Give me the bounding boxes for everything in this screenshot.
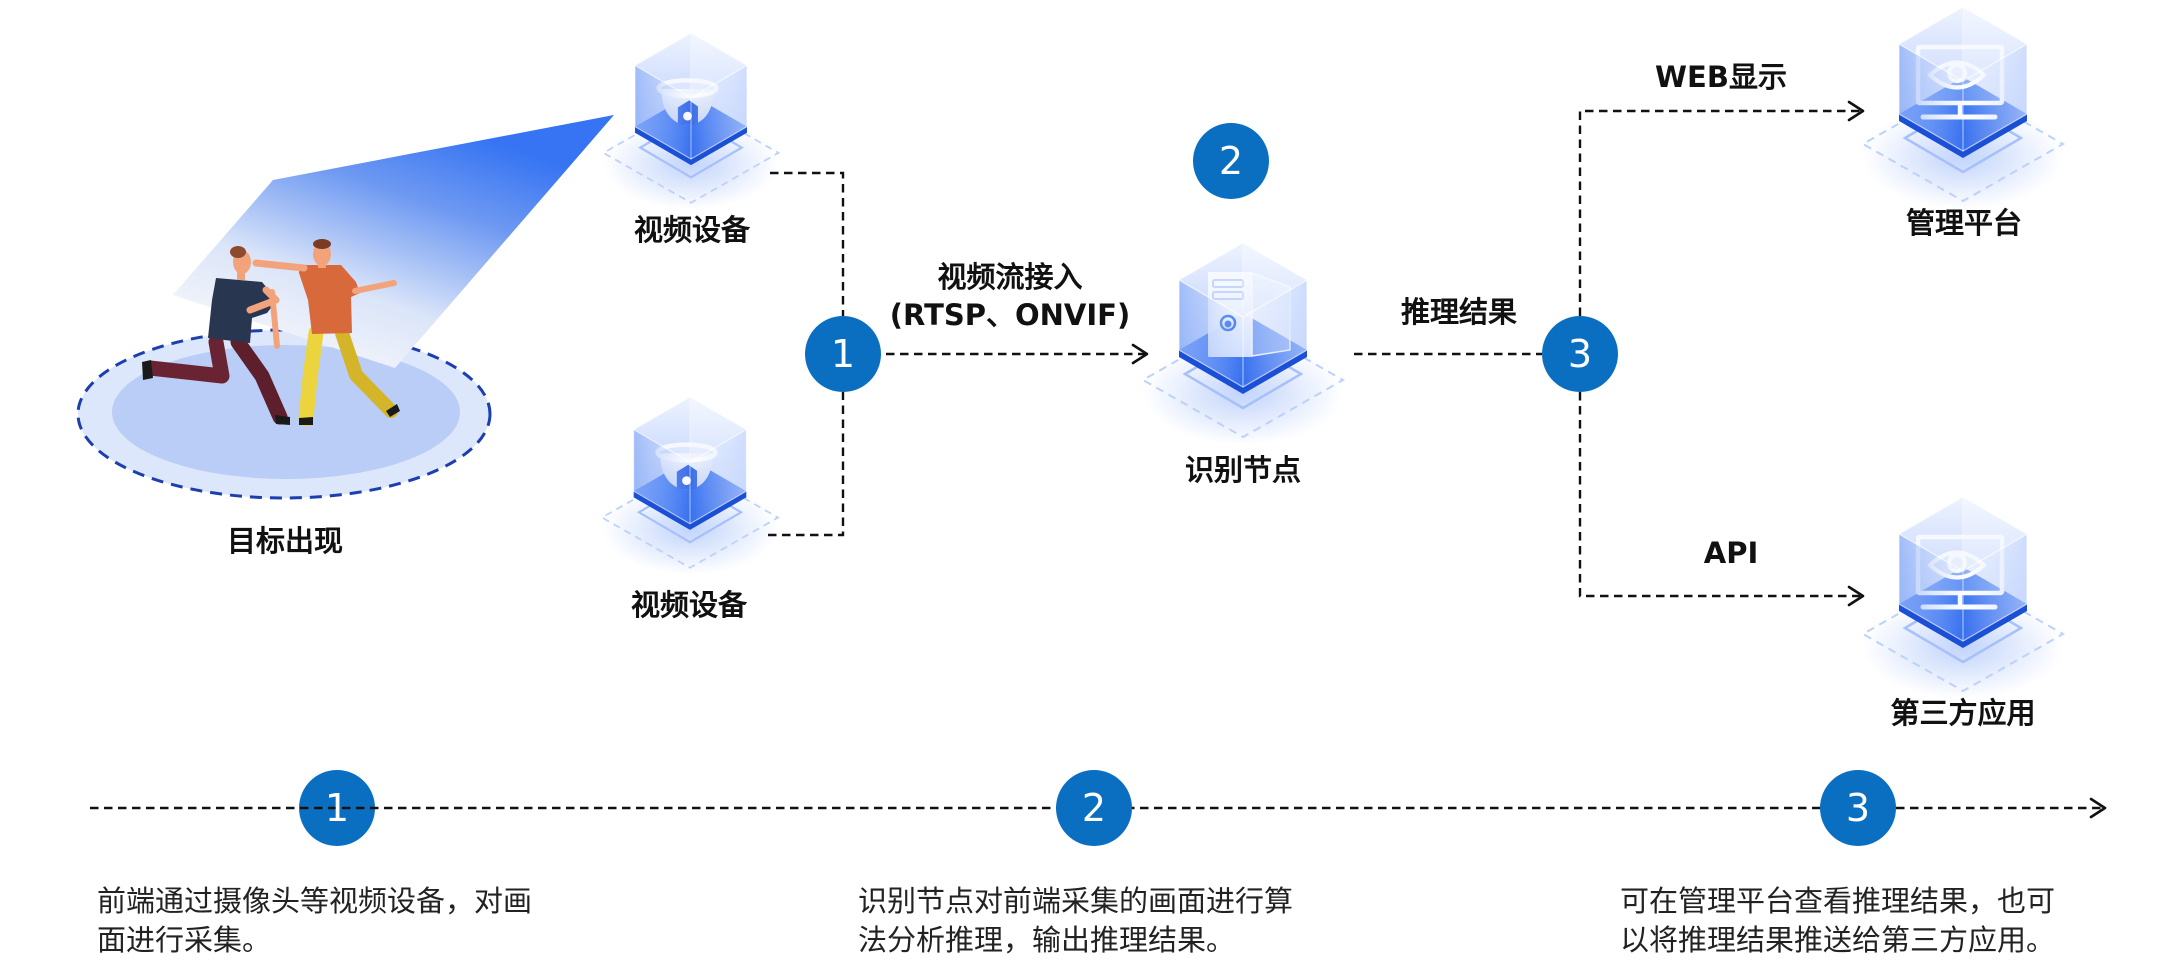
step-marker-2: 2: [1193, 123, 1269, 199]
dome-camera-icon: [602, 31, 780, 211]
description-line: 法分析推理，输出推理结果。: [858, 923, 1235, 957]
connector-camera-2-to-step-1: [768, 392, 845, 537]
stream-input-label: 视频流接入: [937, 260, 1082, 294]
timeline-arrowhead: [2089, 797, 2107, 819]
step-marker-circle: [805, 316, 881, 392]
target-label: 目标出现: [227, 524, 343, 558]
third-party-app: 第三方应用: [1861, 495, 2065, 730]
arrowhead-api: [1847, 585, 1865, 607]
inference-result-label: 推理结果: [1401, 295, 1517, 329]
arrowhead-web: [1847, 100, 1865, 122]
connectors: [768, 100, 1865, 607]
timeline-step-1-description: 前端通过摄像头等视频设备，对画 面进行采集。: [97, 884, 532, 957]
step-marker-number: 3: [1568, 332, 1592, 376]
server-icon: [1141, 241, 1345, 447]
video-device-2-label: 视频设备: [631, 588, 748, 622]
description-line: 识别节点对前端采集的画面进行算: [858, 884, 1293, 918]
management-platform: 管理平台: [1861, 5, 2065, 240]
person-2-figure: [252, 239, 400, 427]
connector-camera-1-to-step-1: [770, 171, 845, 316]
step-marker-circle: [1542, 316, 1618, 392]
step-marker-number: 1: [831, 332, 855, 376]
monitor-eye-icon: [1861, 5, 2065, 211]
video-device-1-label: 视频设备: [634, 213, 751, 247]
web-channel-label: WEB显示: [1655, 60, 1787, 94]
person-1-figure: [142, 246, 290, 425]
description-line: 可在管理平台查看推理结果，也可: [1620, 884, 2055, 918]
timeline-step-3-number: 3: [1846, 786, 1870, 830]
recognition-node: 识别节点: [1141, 241, 1345, 487]
description-line: 前端通过摄像头等视频设备，对画: [97, 884, 532, 918]
timeline-step-3-description: 可在管理平台查看推理结果，也可 以将推理结果推送给第三方应用。: [1620, 884, 2055, 957]
timeline: 1 2 3 前端通过摄像头等视频设备，对画 面进行采集。 识别节点对前端采集的画…: [90, 770, 2107, 957]
timeline-step-1-number: 1: [325, 786, 349, 830]
management-platform-label: 管理平台: [1906, 206, 2022, 240]
timeline-step-2-circle: [1056, 770, 1132, 846]
connector-step-3-down: [1578, 392, 1860, 598]
description-line: 面进行采集。: [97, 923, 271, 957]
description-line: 以将推理结果推送给第三方应用。: [1620, 923, 2055, 957]
arrowhead-stream-input: [1131, 343, 1149, 365]
step-marker-number: 2: [1219, 139, 1243, 183]
video-device-1: 视频设备: [602, 31, 780, 247]
stream-protocols-label: (RTSP、ONVIF): [890, 298, 1130, 332]
monitor-eye-icon: [1861, 495, 2065, 701]
timeline-step-3-circle: [1820, 770, 1896, 846]
target-scene: 目标出现: [76, 115, 614, 558]
timeline-step-2-description: 识别节点对前端采集的画面进行算 法分析推理，输出推理结果。: [858, 884, 1293, 957]
video-device-2: 视频设备: [600, 395, 780, 622]
third-party-app-label: 第三方应用: [1890, 696, 2035, 730]
step-marker-1: 1: [805, 316, 881, 392]
connector-step-3-up: [1578, 109, 1860, 316]
recognition-node-label: 识别节点: [1185, 453, 1301, 487]
camera-view-beam: [173, 115, 614, 368]
step-marker-3: 3: [1542, 316, 1618, 392]
timeline-step-1-circle: [299, 770, 375, 846]
step-marker-circle: [1193, 123, 1269, 199]
timeline-step-2-number: 2: [1082, 786, 1106, 830]
dome-camera-icon: [600, 395, 780, 576]
api-channel-label: API: [1704, 536, 1759, 570]
